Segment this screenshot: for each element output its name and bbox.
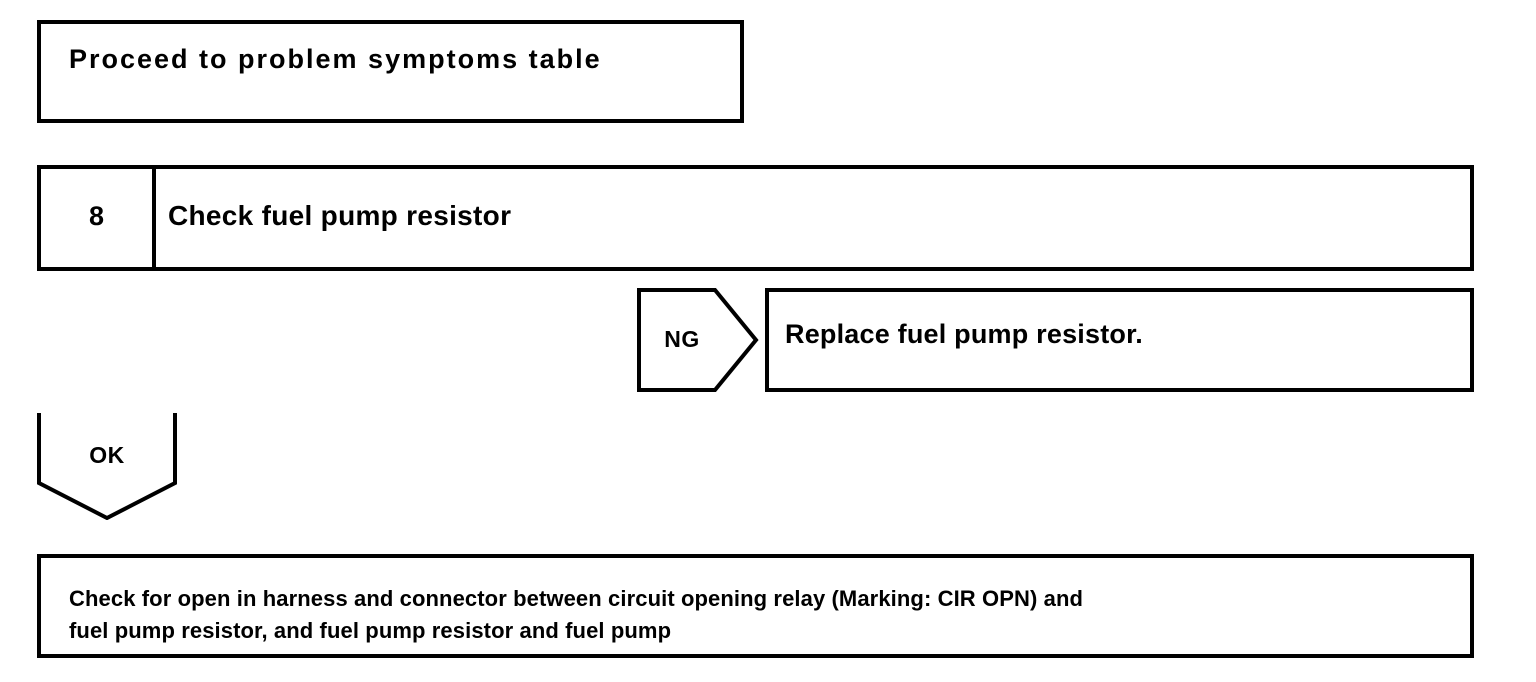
step-number-label: 8: [88, 201, 105, 231]
ok-branch-label: OK: [89, 442, 125, 468]
replace-fuel-pump-resistor-box: Replace fuel pump resistor.: [765, 288, 1474, 392]
check-open-harness-text: Check for open in harness and connector …: [69, 586, 1084, 643]
ng-arrow-shape: [637, 288, 759, 392]
ok-arrow-shape: [37, 413, 177, 520]
ng-branch-arrow: NG: [637, 288, 759, 392]
ok-branch-arrow: OK: [37, 413, 177, 520]
proceed-to-symptoms-table-text: Proceed to problem symptoms table: [69, 44, 602, 74]
step-8-box: 8 Check fuel pump resistor: [37, 165, 1474, 271]
step-title-label: Check fuel pump resistor: [168, 200, 512, 231]
step-number-divider: [152, 169, 156, 267]
proceed-to-symptoms-table-box: Proceed to problem symptoms table: [37, 20, 744, 123]
check-open-harness-box: Check for open in harness and connector …: [37, 554, 1474, 658]
replace-fuel-pump-resistor-text: Replace fuel pump resistor.: [785, 319, 1144, 349]
ng-branch-label: NG: [664, 326, 700, 352]
